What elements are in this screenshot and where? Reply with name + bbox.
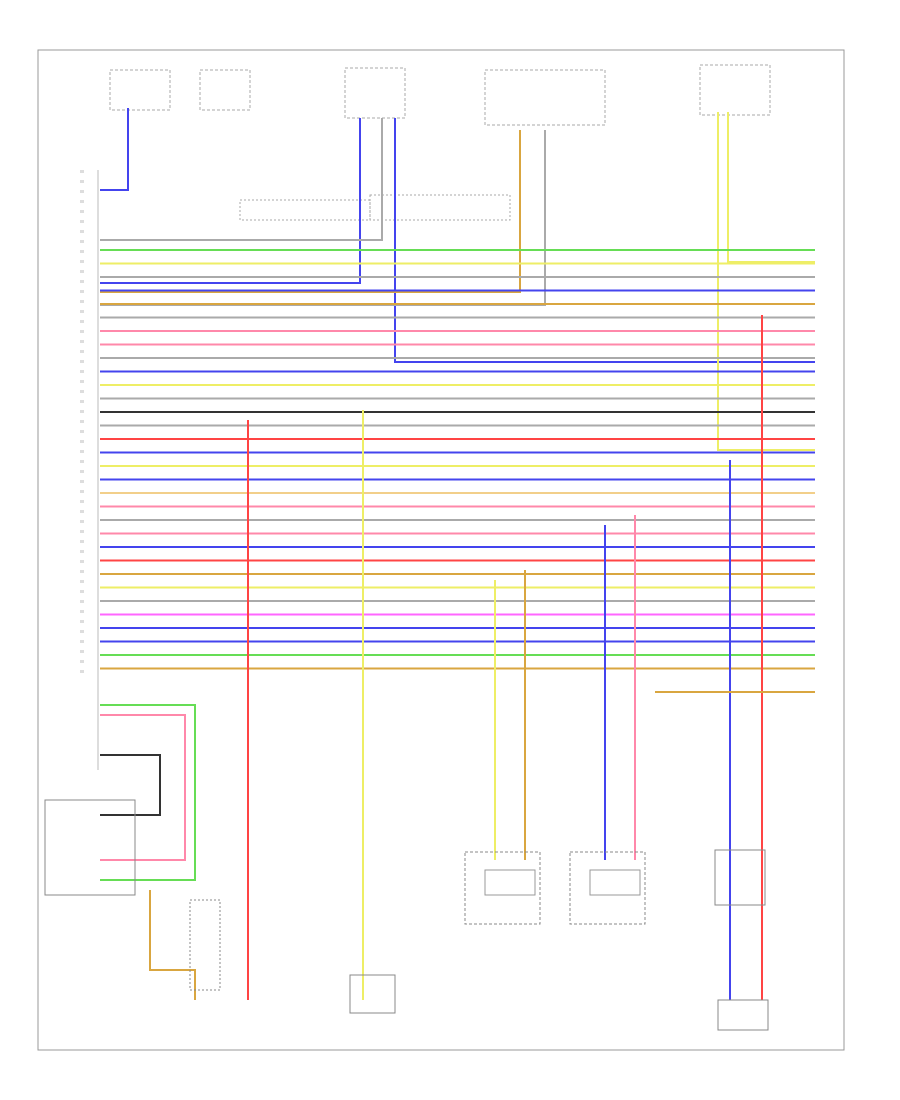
wire-module-pink [100, 714, 186, 861]
top-components [109, 64, 771, 221]
ground-block-left [239, 199, 371, 221]
brake-switch [199, 69, 251, 111]
wire-module-green [100, 704, 196, 881]
sensor-glyphs [484, 869, 641, 896]
wire-right-fuse-orange [717, 112, 815, 451]
wire-relay-gray [100, 118, 383, 241]
junction-block [484, 69, 606, 126]
left-rear-speed-sensor [464, 851, 541, 925]
sensor-wires [100, 315, 815, 1000]
control-module [80, 170, 99, 770]
right-rear-speed-sensor [569, 851, 646, 925]
transmission-sensor [717, 999, 769, 1031]
fuse-box-right [699, 64, 771, 116]
diagram-frame [37, 49, 845, 1051]
wire-junction-gray [100, 130, 546, 306]
wire-fuse-left-blue [100, 108, 129, 191]
coil-icon [484, 869, 536, 896]
ground-block-right [369, 194, 511, 221]
relay-block [344, 67, 406, 119]
wire-module-gray [100, 754, 161, 816]
bus-wires [100, 249, 815, 670]
coil-icon [589, 869, 641, 896]
wire-right-fuse-2 [727, 112, 815, 263]
wire-relay-blue-2 [394, 118, 815, 363]
sensors [44, 799, 769, 1031]
wire-junction-orange [100, 130, 521, 293]
fuse-box-left [109, 69, 171, 111]
steering-sensor [714, 849, 766, 906]
buzzer [349, 974, 396, 1014]
yaw-rate-sensor [44, 799, 136, 896]
wire-relay-blue [100, 118, 361, 284]
wire-lower-orange [149, 890, 196, 1000]
